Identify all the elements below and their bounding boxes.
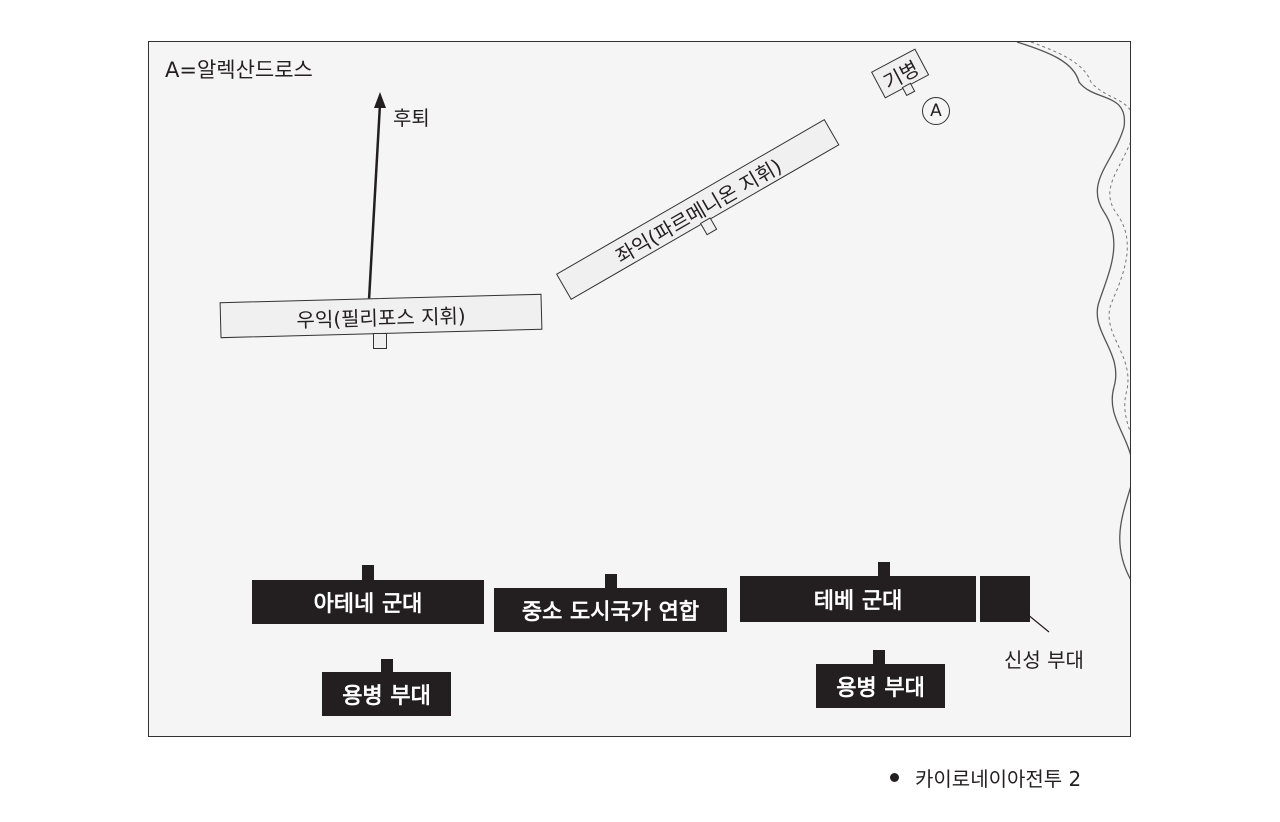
bullet-icon bbox=[890, 773, 899, 782]
river-line bbox=[367, 42, 1130, 633]
mercenary-left-tab bbox=[381, 659, 393, 673]
retreat-label: 후퇴 bbox=[393, 106, 430, 130]
sacred-band-block bbox=[980, 576, 1030, 622]
mercenary-left-unit: 용병 부대 bbox=[322, 672, 451, 716]
figure-caption: 카이로네이아전투 2 bbox=[890, 763, 1081, 792]
caption-text: 카이로네이아전투 2 bbox=[915, 767, 1082, 791]
alexander-marker: A bbox=[922, 97, 950, 125]
battle-map: A=알렉산드로스 후퇴 기병 A 좌익(파르메니온 지휘) 우익(필리포스 지휘… bbox=[148, 41, 1131, 737]
allied-tab bbox=[605, 574, 617, 590]
allied-cities-unit: 중소 도시국가 연합 bbox=[494, 588, 727, 632]
mercenary-right-unit: 용병 부대 bbox=[816, 664, 945, 708]
thebes-unit: 테베 군대 bbox=[740, 576, 976, 622]
athens-tab bbox=[362, 565, 374, 581]
legend-text: A=알렉산드로스 bbox=[165, 58, 313, 82]
right-wing-tab bbox=[373, 333, 387, 349]
sacred-band-label: 신성 부대 bbox=[1004, 648, 1084, 672]
thebes-tab bbox=[878, 562, 890, 578]
athens-unit: 아테네 군대 bbox=[252, 580, 484, 624]
retreat-arrow bbox=[367, 103, 382, 301]
mercenary-right-tab bbox=[873, 650, 885, 664]
